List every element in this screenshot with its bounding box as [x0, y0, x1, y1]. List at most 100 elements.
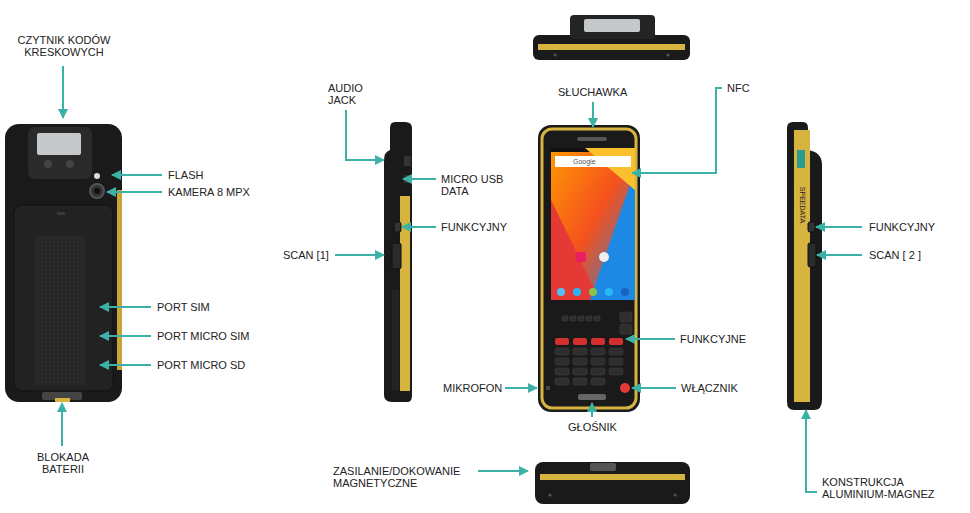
device-right-side-part: [794, 130, 810, 402]
device-front-part: [589, 288, 597, 296]
device-front-part-part: [609, 368, 623, 375]
leader-lines-part: [346, 110, 384, 160]
device-back-part: [90, 184, 104, 198]
leader-lines-part: [591, 403, 593, 417]
leader-lines-part: [100, 364, 151, 366]
device-front-part-part: [620, 312, 632, 322]
device-front-part: [577, 137, 607, 141]
callout-label: FUNKCYJNY: [869, 221, 935, 233]
device-front-part: [585, 148, 635, 190]
device-front-part-part: [578, 316, 584, 321]
device-front-part: [555, 338, 623, 345]
device-front-part-part: [609, 338, 623, 345]
device-back-part: [117, 190, 122, 370]
device-front-part-part: [620, 324, 632, 334]
callout-label: WŁĄCZNIK: [681, 382, 738, 394]
device-left-side: [384, 122, 412, 402]
device-left-side-part: [394, 222, 401, 232]
callout-label: ZASILANIE/DOKOWANIE MAGNETYCZNE: [333, 465, 475, 489]
callout-label: NFC: [727, 82, 750, 94]
device-bottom-part: [540, 474, 685, 480]
device-back-part: [35, 235, 85, 385]
leader-lines-part: [107, 191, 162, 193]
device-back-part: [5, 124, 122, 402]
device-left-side-part: [384, 122, 412, 402]
leader-lines-part: [112, 174, 162, 176]
device-front-part-part: [555, 358, 569, 365]
device-front-part-part: [570, 316, 576, 321]
callout-label: KONSTRUKCJA ALUMINIUM-MAGNEZ: [822, 476, 952, 500]
device-front-part: [551, 148, 635, 300]
device-front-part: [551, 200, 600, 300]
device-front-part: [621, 288, 629, 296]
device-top-part: [570, 15, 655, 39]
device-left-side-part: [404, 156, 411, 166]
device-left-side-part: [392, 243, 401, 269]
callout-label: KAMERA 8 MPX: [168, 186, 250, 198]
callout-label: MICRO USB DATA: [441, 173, 513, 197]
leader-lines-part: [61, 403, 63, 446]
callout-label: GŁOŚNIK: [568, 421, 617, 433]
device-right-side-part: [808, 243, 816, 267]
device-front-part: [620, 383, 630, 393]
device-bottom: [535, 462, 690, 504]
brand-text: SPEEDATA: [798, 187, 806, 223]
callout-label: PORT MICRO SD: [157, 359, 245, 371]
device-front-part: [555, 156, 631, 167]
device-bottom-part: [590, 463, 616, 471]
device-front-part-part: [594, 316, 600, 321]
device-front-part: [576, 252, 586, 262]
leader-lines-part: [806, 410, 817, 492]
device-front-part-part: [555, 348, 569, 355]
device-front-part-part: [555, 338, 569, 345]
device-front-part: [557, 288, 565, 296]
device-back-part: [57, 212, 65, 215]
device-front-part: [599, 252, 609, 262]
device-front-part: [542, 129, 636, 408]
callout-label: SCAN [1]: [283, 249, 329, 261]
device-top: [533, 15, 690, 60]
device-front-part: [555, 312, 632, 385]
leader-lines-part: [403, 178, 436, 180]
device-front-part: [605, 288, 613, 296]
leader-lines-part: [817, 254, 862, 256]
leader-lines-part: [626, 338, 675, 340]
device-front-part-part: [573, 368, 587, 375]
callout-label: FLASH: [168, 169, 203, 181]
device-top-part: [538, 44, 685, 50]
device-front-part: [538, 125, 640, 412]
leader-lines-part: [402, 226, 436, 228]
callout-label: BLOKADA BATERII: [29, 451, 97, 475]
device-front-part-part: [591, 378, 605, 385]
device-back-part: [94, 173, 100, 179]
leader-lines: [62, 66, 862, 492]
device-front-part: [578, 394, 606, 400]
callout-label: PORT SIM: [157, 301, 210, 313]
leader-lines-part: [62, 66, 64, 118]
callout-label: FUNKCYJNE: [680, 333, 746, 345]
leader-lines-part: [632, 387, 676, 389]
callout-label: MIKROFON: [443, 382, 502, 394]
device-top-part: [554, 54, 557, 57]
device-back-part: [66, 160, 74, 168]
device-bottom-part: [549, 494, 552, 497]
device-front-part-part: [555, 368, 569, 375]
device-front-part-part: [609, 358, 623, 365]
leader-lines-part: [505, 387, 537, 389]
leader-lines-part: [632, 88, 722, 173]
device-front-part-part: [562, 316, 568, 321]
callout-label: SŁUCHAWKA: [558, 86, 627, 98]
device-back-part: [14, 205, 113, 391]
device-top-part: [584, 19, 640, 32]
device-front-part-part: [555, 378, 569, 385]
device-front-part: [590, 170, 635, 300]
leader-lines-part: [592, 102, 594, 127]
device-front-part-part: [573, 378, 587, 385]
device-bottom-part: [674, 494, 677, 497]
device-top-part: [667, 54, 670, 57]
device-front: [538, 125, 640, 412]
device-front-part-part: [609, 348, 623, 355]
device-back-part: [37, 133, 81, 155]
leader-lines-part: [478, 470, 528, 472]
